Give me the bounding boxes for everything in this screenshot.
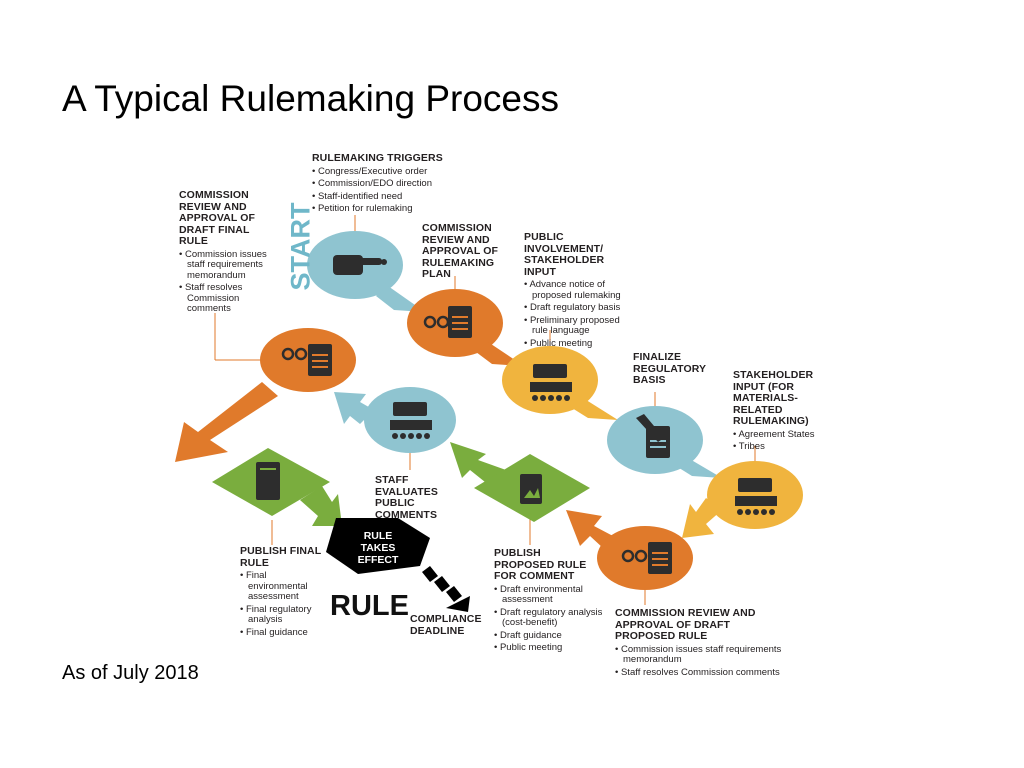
node-plan [407, 289, 524, 366]
node-rule-takes-effect [326, 518, 470, 612]
label-plan: COMMISSION REVIEW AND APPROVAL OF RULEMA… [422, 222, 517, 281]
approval-final-heading: COMMISSION REVIEW AND APPROVAL OF DRAFT … [179, 189, 255, 247]
start-label: START [285, 202, 316, 291]
stakeholder-heading: STAKEHOLDER INPUT (for Materials-related… [733, 369, 814, 427]
node-approval-proposed [597, 526, 693, 590]
arrow-evaluates-to-final [334, 392, 374, 424]
public-bullet: Public meeting [524, 338, 634, 350]
footer-date: As of July 2018 [62, 662, 199, 684]
node-public [502, 346, 618, 420]
label-compliance: COMPLIANCE DEADLINE [410, 613, 490, 637]
triggers-heading: RULEMAKING TRIGGERS [312, 152, 443, 164]
publish-proposed-bullet: Draft guidance [494, 630, 604, 642]
label-stakeholder: STAKEHOLDER INPUT (for Materials-related… [733, 369, 823, 455]
node-approval-final [260, 328, 356, 392]
publish-final-heading: PUBLISH FINAL RULE [240, 545, 322, 569]
node-publish-proposed [474, 454, 590, 522]
rule-label: RULE [330, 590, 409, 622]
node-stakeholder [707, 461, 803, 529]
stakeholder-bullet: Agreement States [733, 429, 823, 441]
evaluates-heading: STAFF EVALUATES PUBLIC COMMENTS [375, 474, 438, 521]
triggers-bullet: Commission/EDO direction [312, 178, 462, 190]
publish-final-bullet: Final regulatory analysis [240, 604, 325, 626]
approval-final-bullet: Commission issues staff requirements mem… [179, 249, 279, 282]
label-finalize: FINALIZE REGULATORY BASIS [633, 351, 706, 387]
arrow-proposed-to-evaluates [450, 442, 506, 486]
publish-final-bullet: Final environmental assessment [240, 570, 325, 603]
stakeholder-bullet: Tribes [733, 441, 823, 453]
rule-takes-effect-label: RULE TAKES EFFECT [357, 530, 399, 566]
approval-proposed-heading: COMMISSION REVIEW AND APPROVAL OF DRAFT … [615, 607, 756, 642]
triggers-bullet: Staff-identified need [312, 191, 462, 203]
triggers-bullet: Petition for rulemaking [312, 203, 462, 215]
label-publish-final: PUBLISH FINAL RULE Final environmental a… [240, 545, 325, 640]
connector-lines [214, 215, 756, 605]
public-bullet: Advance notice of proposed rulemaking [524, 279, 634, 301]
publish-final-bullet: Final guidance [240, 627, 325, 639]
public-bullet: Draft regulatory basis [524, 302, 634, 314]
label-triggers: RULEMAKING TRIGGERS Congress/Executive o… [312, 152, 462, 217]
publish-proposed-bullet: Public meeting [494, 642, 604, 654]
plan-heading: COMMISSION REVIEW AND APPROVAL OF RULEMA… [422, 222, 498, 280]
arrow-final-to-publish [175, 382, 278, 462]
label-approval-final: COMMISSION REVIEW AND APPROVAL OF DRAFT … [179, 189, 279, 317]
public-heading: PUBLIC INVOLVEMENT/ STAKEHOLDER INPUT [524, 231, 605, 278]
label-evaluates: STAFF EVALUATES PUBLIC COMMENTS [375, 474, 470, 521]
arrow-to-rule [300, 486, 342, 526]
approval-final-bullet: Staff resolves Commission comments [179, 282, 279, 315]
node-finalize [607, 406, 722, 478]
approval-proposed-bullet: Commission issues staff requirements mem… [615, 644, 785, 666]
node-publish-final [212, 448, 330, 516]
node-start [307, 231, 425, 312]
finalize-heading: FINALIZE REGULATORY BASIS [633, 351, 706, 386]
node-evaluates [364, 387, 456, 453]
publish-proposed-bullet: Draft regulatory analysis (cost-benefit) [494, 607, 604, 629]
publish-proposed-bullet: Draft environmental assessment [494, 584, 604, 606]
label-publish-proposed: PUBLISH PROPOSED RULE FOR COMMENT Draft … [494, 547, 604, 656]
slide-title: A Typical Rulemaking Process [62, 78, 559, 119]
triggers-bullet: Congress/Executive order [312, 166, 462, 178]
public-bullet: Preliminary proposed rule language [524, 315, 634, 337]
publish-proposed-heading: PUBLISH PROPOSED RULE FOR COMMENT [494, 547, 587, 582]
label-approval-proposed: COMMISSION REVIEW AND APPROVAL OF DRAFT … [615, 607, 785, 680]
approval-proposed-bullet: Staff resolves Commission comments [615, 667, 785, 679]
compliance-heading: COMPLIANCE DEADLINE [410, 613, 482, 637]
label-public: PUBLIC INVOLVEMENT/ STAKEHOLDER INPUT Ad… [524, 231, 634, 351]
